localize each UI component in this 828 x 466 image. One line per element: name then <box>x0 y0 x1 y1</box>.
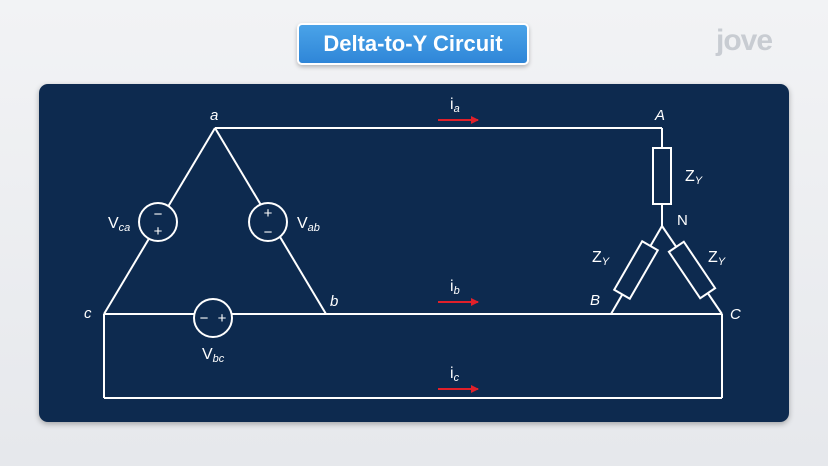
label-ic-main: i <box>450 365 454 382</box>
label-ic: ic <box>450 365 460 384</box>
label-vca-sub: ca <box>119 222 131 234</box>
label-zy-A: ZY <box>685 168 703 187</box>
node-label-A: A <box>654 107 665 124</box>
label-vbc-sub: bc <box>213 353 225 365</box>
label-zy-C-sub: Y <box>718 256 726 268</box>
source-vbc-left-sign: − <box>200 310 209 327</box>
page-title: Delta-to-Y Circuit <box>323 31 503 56</box>
label-zy-C-main: Z <box>708 249 718 266</box>
source-vab-top-sign: + <box>264 205 273 222</box>
label-zy-B-main: Z <box>592 249 602 266</box>
label-vbc-main: V <box>202 346 213 363</box>
impedance-zy-B <box>612 239 660 301</box>
title-badge: Delta-to-Y Circuit <box>297 23 529 65</box>
label-zy-A-sub: Y <box>695 175 703 187</box>
source-vab-circle <box>248 202 288 242</box>
label-vab-main: V <box>297 215 308 232</box>
source-vbc-right-sign: + <box>218 310 227 327</box>
node-label-a: a <box>210 107 218 124</box>
source-vbc: − + <box>193 298 233 338</box>
label-zy-B-sub: Y <box>602 256 610 268</box>
label-ic-sub: c <box>454 372 460 384</box>
label-ib: ib <box>450 278 460 297</box>
label-vca-main: V <box>108 215 119 232</box>
source-vbc-circle <box>193 298 233 338</box>
source-vab: + − <box>248 202 288 242</box>
source-vca: − + <box>138 202 178 242</box>
node-label-b: b <box>330 293 338 310</box>
node-label-N: N <box>677 212 688 229</box>
label-zy-B: ZY <box>592 249 610 268</box>
impedance-zy-A <box>652 147 672 205</box>
label-vbc: Vbc <box>202 346 225 365</box>
source-vca-top-sign: − <box>154 206 163 223</box>
impedance-zy-C <box>667 240 717 300</box>
label-vca: Vca <box>108 215 130 234</box>
label-ia-sub: a <box>454 103 460 115</box>
label-ib-main: i <box>450 278 454 295</box>
label-ia: ia <box>450 96 460 115</box>
source-vca-circle <box>138 202 178 242</box>
node-label-B: B <box>590 292 600 309</box>
brand-text: jove <box>716 24 773 57</box>
node-label-C: C <box>730 306 741 323</box>
label-zy-C: ZY <box>708 249 726 268</box>
label-ia-main: i <box>450 96 454 113</box>
label-zy-A-main: Z <box>685 168 695 185</box>
source-vca-bottom-sign: + <box>154 223 163 240</box>
label-vab: Vab <box>297 215 320 234</box>
jove-logo: jove <box>716 24 773 58</box>
label-vab-sub: ab <box>308 222 320 234</box>
label-ib-sub: b <box>454 285 460 297</box>
diagram-panel <box>39 84 789 422</box>
source-vab-bottom-sign: − <box>264 224 273 241</box>
node-label-c: c <box>84 305 92 322</box>
